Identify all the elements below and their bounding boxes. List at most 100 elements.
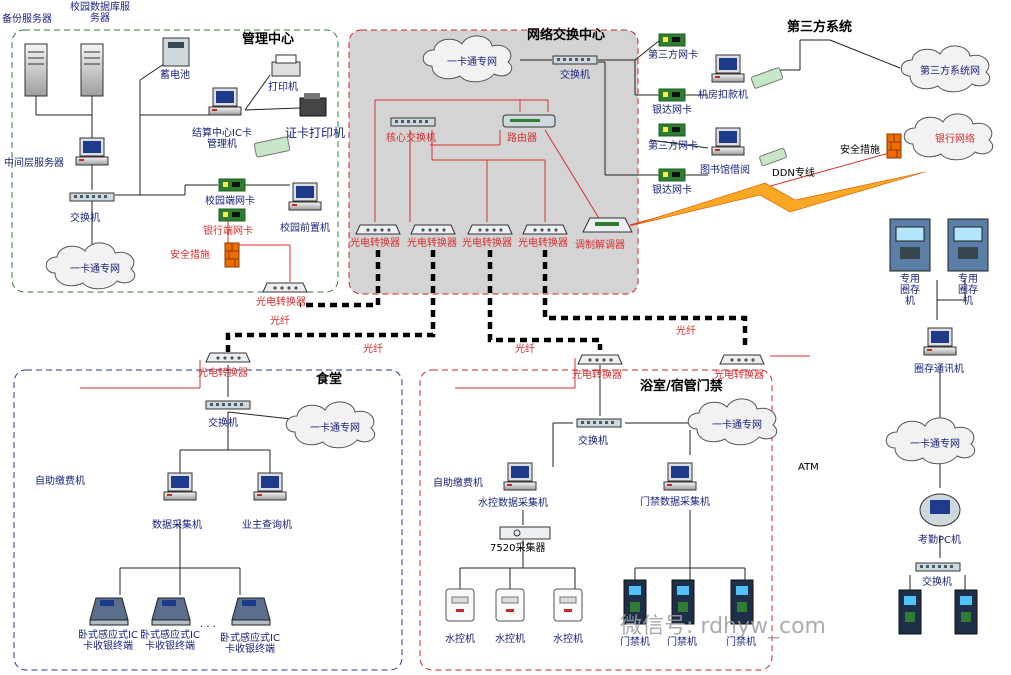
door-unit-3-label: 门禁机 (726, 637, 756, 648)
yinda-nic-1-label: 银达网卡 (652, 105, 692, 116)
canteen-cloud-label: 一卡通专网 (310, 423, 360, 434)
router-icon (502, 114, 556, 128)
mgmt-firewall-icon (224, 242, 240, 268)
exchange-converter-3-icon (467, 224, 513, 235)
canteen-converter-label: 光电转换器 (198, 368, 248, 379)
card-printer-label: 证卡打印机 (285, 126, 346, 140)
bank-nic-icon (218, 208, 246, 222)
exchange-converter-2-icon (410, 224, 456, 235)
pos-1-label: 卧式感应式IC卡收银终端 (78, 630, 138, 652)
canteen-zone-title: 食堂 (316, 372, 343, 387)
water-unit-2-label: 水控机 (495, 634, 525, 645)
machine-room-label: 机房扣款机 (698, 90, 748, 101)
owner-query-pc-icon (253, 472, 287, 501)
bath-cloud-label: 一卡通专网 (712, 420, 762, 431)
bath-converter-1-label: 光电转换器 (572, 370, 622, 381)
bath-switch-label: 交换机 (578, 436, 608, 447)
library-label: 图书馆借阅 (700, 165, 750, 176)
exchange-converter-2-label: 光电转换器 (407, 238, 457, 249)
collector-7520-icon (499, 526, 551, 540)
attendance-pc-label: 考勤PC机 (918, 535, 962, 546)
exchange-switch-icon (552, 55, 598, 65)
db-server-icon (80, 43, 104, 97)
door-unit-2-label: 门禁机 (667, 637, 697, 648)
mgmt-cloud-label: 一卡通专网 (70, 264, 120, 275)
fiber-label-3: 光纤 (515, 344, 535, 355)
canteen-collector-label: 数据采集机 (152, 520, 202, 531)
pos-1-icon (89, 597, 129, 626)
deposit-comm-label: 圈存通讯机 (914, 364, 964, 375)
exchange-cloud-label: 一卡通专网 (447, 57, 497, 68)
machine-room-pc-icon (711, 54, 745, 83)
bath-converter-2-icon (719, 354, 765, 365)
fingerprint-2-icon (954, 589, 978, 635)
modem-icon (582, 217, 633, 233)
deposit-1-icon (889, 218, 931, 272)
thirdparty-title: 第三方系统 (787, 20, 853, 35)
mgmt-switch-label: 交换机 (70, 213, 100, 224)
deposit-2-label: 专用圈存机 (958, 274, 978, 307)
mgmt-converter-icon (262, 282, 308, 293)
core-switch-label: 核心交换机 (386, 133, 436, 144)
printer-label: 打印机 (268, 82, 298, 93)
bath-zone (419, 369, 773, 671)
watermark: 微信号: rdhyw_com (620, 614, 826, 639)
door-collector-label: 门禁数据采集机 (640, 497, 710, 508)
attendance-pc-icon (919, 493, 961, 527)
exchange-converter-4-label: 光电转换器 (518, 238, 568, 249)
bank-firewall-icon (886, 133, 902, 159)
deposit-comm-pc-icon (923, 327, 957, 356)
canteen-collector-pc-icon (163, 472, 197, 501)
right-cloud-label: 一卡通专网 (910, 439, 960, 450)
ddn-lightning-icon (629, 171, 926, 227)
bath-kiosk-label: 自助缴费机 (433, 478, 483, 489)
backup-server-icon (24, 43, 48, 97)
bath-converter-1-icon (577, 354, 623, 365)
bath-converter-2-label: 光电转换器 (714, 370, 764, 381)
water-collector-label: 水控数据采集机 (478, 498, 548, 509)
mgmt-switch-icon (69, 192, 115, 202)
fiber-label-1: 光纤 (270, 316, 290, 327)
bath-switch-icon (576, 418, 622, 428)
right-switch-icon (915, 562, 961, 572)
battery-label: 蓄电池 (160, 70, 190, 81)
campus-front-label: 校园前置机 (280, 223, 330, 234)
pos-3-label: 卧式感应式IC卡收银终端 (220, 633, 280, 655)
exchange-converter-1-icon (355, 224, 401, 235)
bank-network-label: 银行网络 (935, 134, 975, 145)
water-unit-1-icon (445, 588, 475, 622)
yinda-nic-1-icon (658, 88, 686, 102)
water-unit-3-label: 水控机 (553, 634, 583, 645)
fiber-label-2: 光纤 (363, 344, 383, 355)
card-reader-2-icon (759, 147, 787, 167)
ddn-label: DDN专线 (772, 168, 815, 179)
water-unit-2-icon (495, 588, 525, 622)
library-pc-icon (711, 127, 745, 156)
bank-nic-label: 银行端网卡 (203, 226, 253, 237)
exchange-converter-1-label: 光电转换器 (350, 238, 400, 249)
tp-nic-2-label: 第三方网卡 (648, 141, 698, 152)
pos-2-label: 卧式感应式IC卡收银终端 (140, 630, 200, 652)
exchange-switch-label: 交换机 (560, 70, 590, 81)
battery-icon (162, 37, 190, 67)
mgmt-converter-label: 光电转换器 (256, 297, 306, 308)
collector-7520-label: 7520采集器 (490, 543, 546, 554)
modem-label: 调制解调器 (575, 240, 625, 251)
canteen-converter-icon (205, 352, 251, 363)
deposit-1-label: 专用圈存机 (900, 274, 920, 307)
tp-nic-2-icon (658, 123, 686, 137)
pos-2-icon (151, 597, 191, 626)
exchange-zone-title: 网络交换中心 (527, 28, 606, 43)
fingerprint-1-icon (898, 589, 922, 635)
owner-query-label: 业主查询机 (242, 520, 292, 531)
door-collector-pc-icon (663, 462, 697, 491)
middleware-pc-icon (75, 137, 109, 166)
yinda-nic-2-icon (658, 168, 686, 182)
canteen-kiosk-label: 自助缴费机 (35, 476, 85, 487)
canteen-switch-label: 交换机 (208, 418, 238, 429)
card-printer-icon (299, 93, 327, 117)
backup-server-label: 备份服务器 (2, 14, 52, 25)
printer-icon (271, 54, 301, 77)
bath-zone-title: 浴室/宿管门禁 (640, 379, 723, 394)
